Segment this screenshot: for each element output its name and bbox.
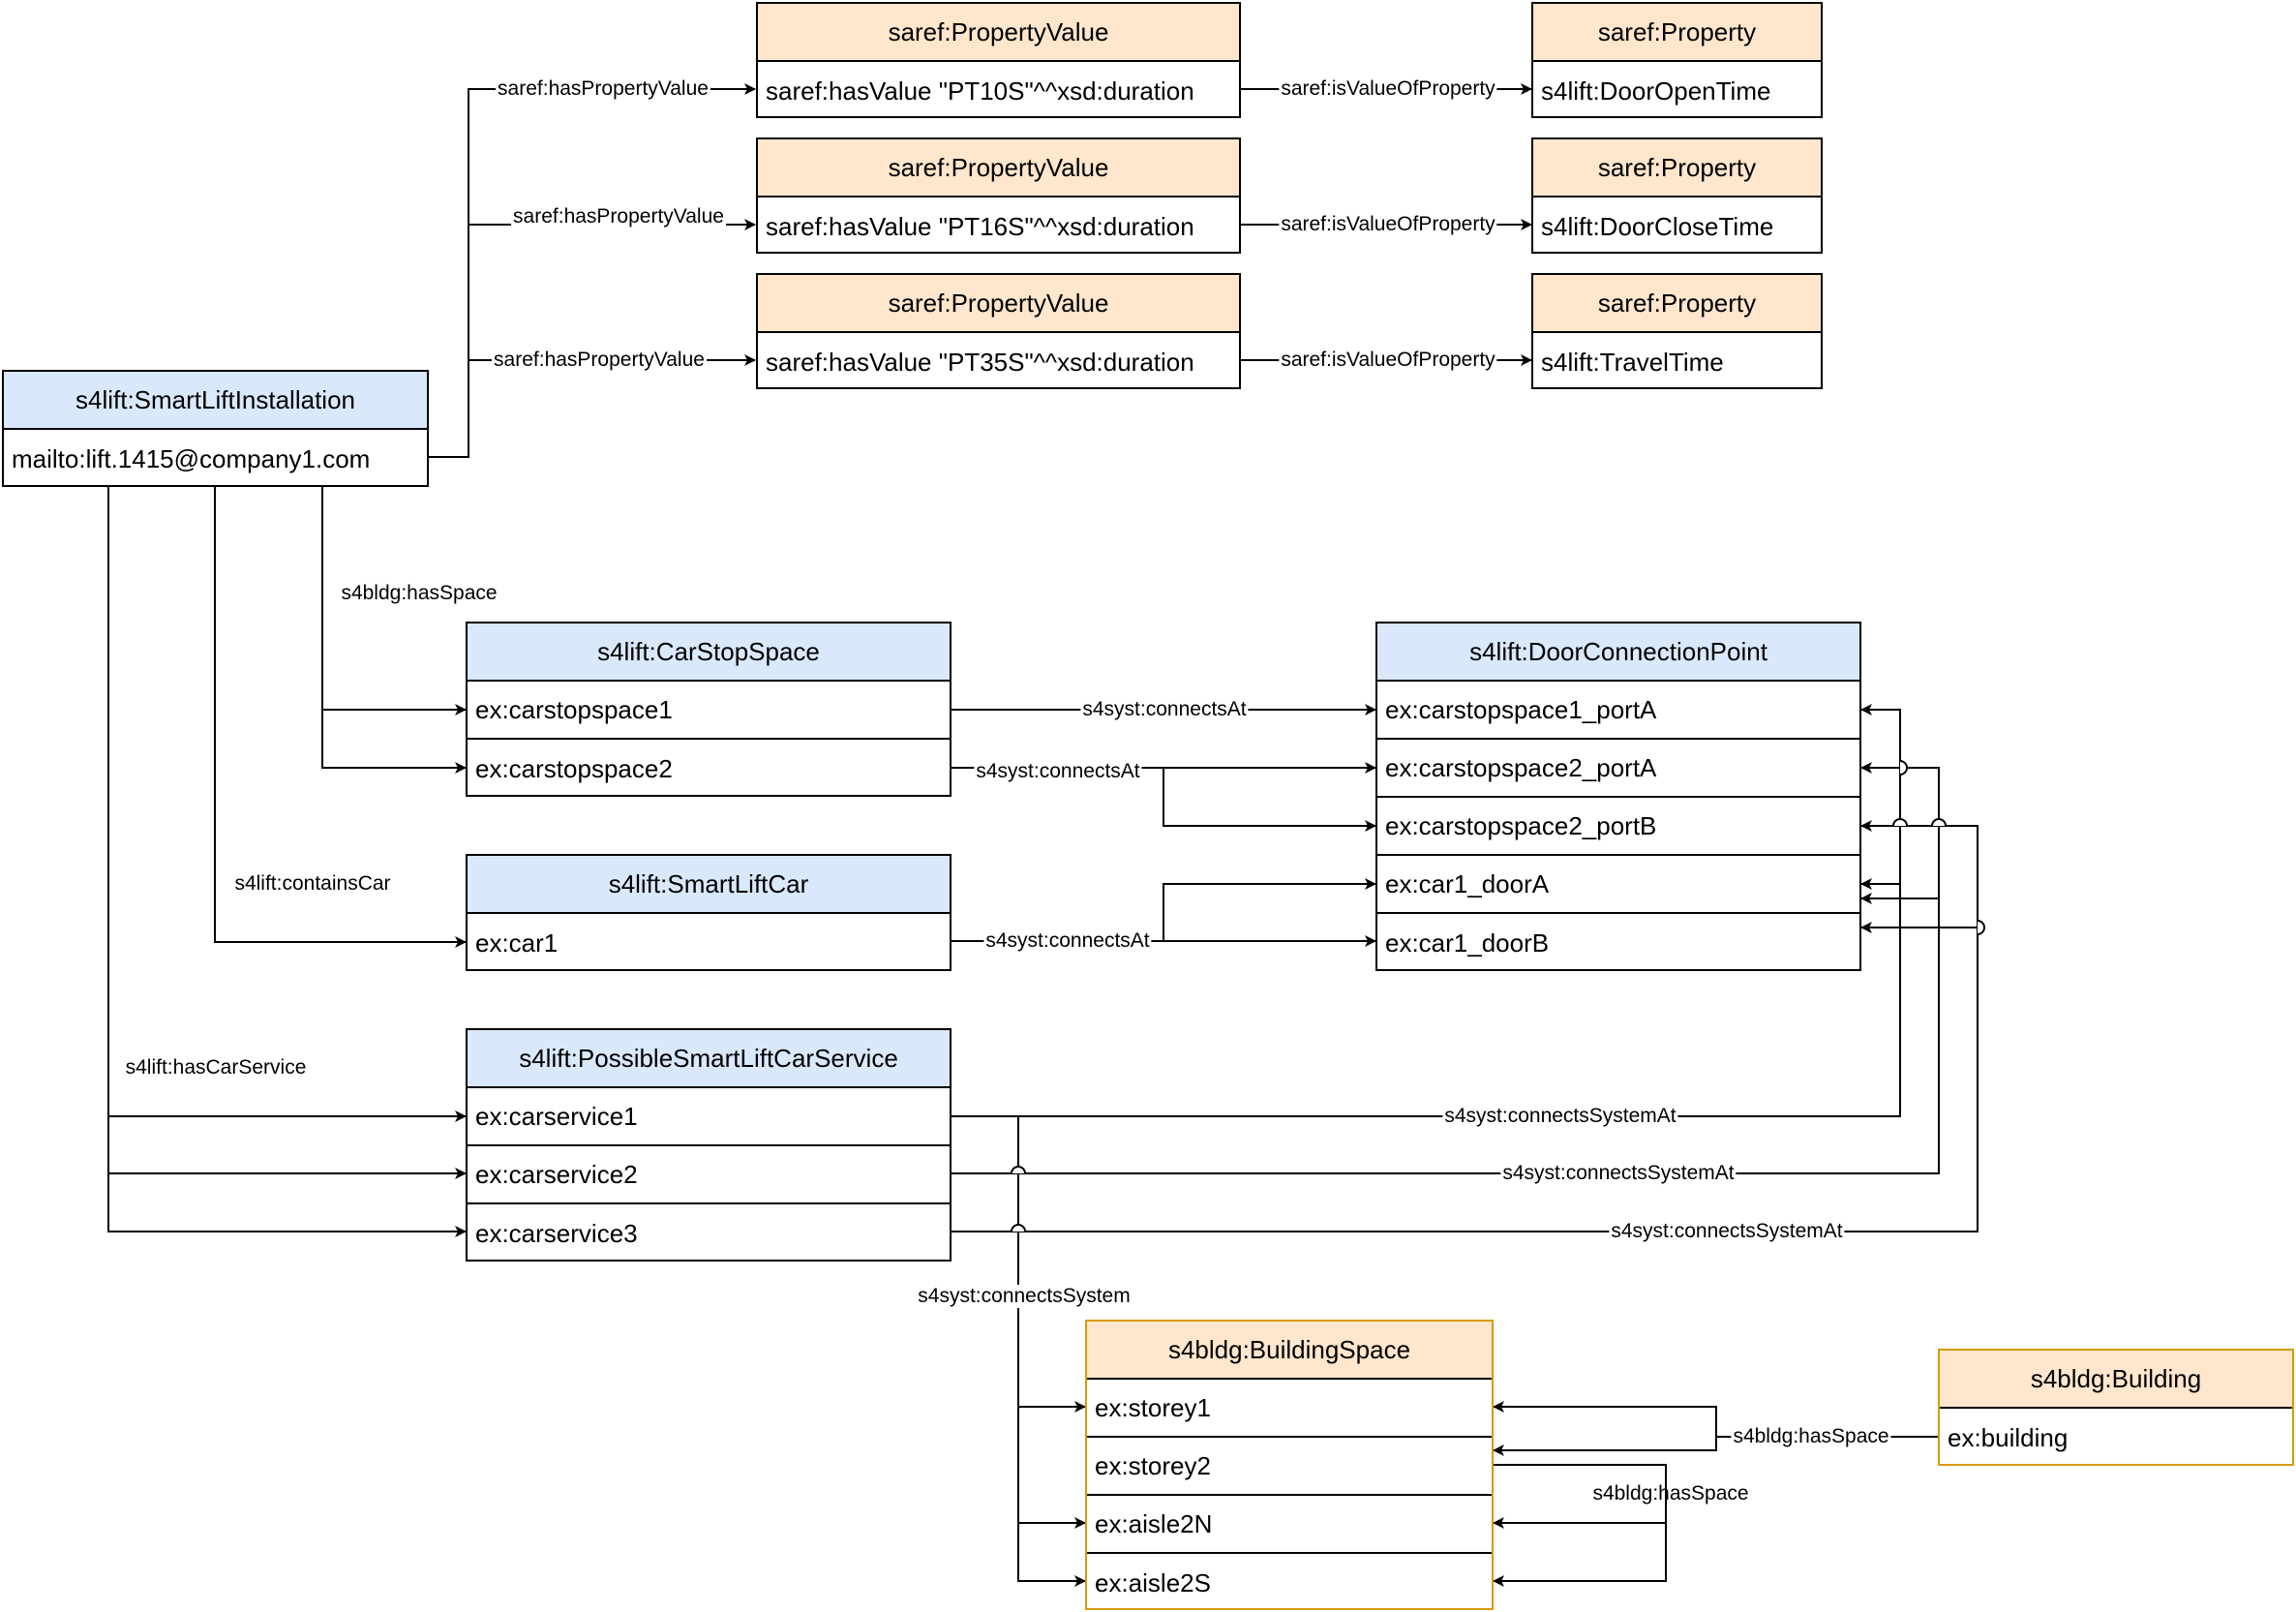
property-value-box-3: saref:PropertyValue saref:hasValue "PT35… xyxy=(756,273,1241,389)
property-box-3: saref:Property s4lift:TravelTime xyxy=(1531,273,1823,389)
node-row: ex:storey2 xyxy=(1087,1438,1492,1496)
node-title: saref:PropertyValue xyxy=(758,4,1239,62)
edge-connects-at xyxy=(1163,878,1376,941)
building-box: s4bldg:Building ex:building xyxy=(1938,1349,2294,1466)
edge-label-storey-has-space: s4bldg:hasSpace xyxy=(1592,1482,1749,1505)
node-row: saref:hasValue "PT10S"^^xsd:duration xyxy=(766,76,1194,106)
edge-label-building-has-space: s4bldg:hasSpace xyxy=(1731,1425,1891,1448)
node-row: s4lift:TravelTime xyxy=(1541,347,1724,377)
node-title: saref:Property xyxy=(1533,139,1821,198)
edge-has-property-value xyxy=(428,83,756,458)
node-title: s4lift:CarStopSpace xyxy=(468,624,950,682)
edge-connects-system-at xyxy=(951,704,1901,1117)
property-box-1: saref:Property s4lift:DoorOpenTime xyxy=(1531,2,1823,118)
node-row: ex:carstopspace2 xyxy=(475,753,673,783)
node-row: ex:building xyxy=(1948,1422,2069,1452)
edge-label-has-property-value: saref:hasPropertyValue xyxy=(496,77,710,101)
node-title: s4lift:PossibleSmartLiftCarService xyxy=(468,1030,950,1088)
node-row: ex:car1 xyxy=(475,928,559,958)
edge-label-has-car-service: s4lift:hasCarService xyxy=(125,1056,307,1079)
building-space-box: s4bldg:BuildingSpace ex:storey1 ex:store… xyxy=(1085,1320,1494,1610)
node-title: s4lift:DoorConnectionPoint xyxy=(1377,624,1859,682)
line-hop xyxy=(1931,818,1947,827)
node-title: s4bldg:BuildingSpace xyxy=(1087,1322,1492,1380)
car-stop-space-box: s4lift:CarStopSpace ex:carstopspace1 ex:… xyxy=(466,622,952,797)
node-row: ex:carstopspace2_portA xyxy=(1377,740,1859,798)
edge-label-is-value-of-property: saref:isValueOfProperty xyxy=(1279,349,1497,372)
smart-lift-car-box: s4lift:SmartLiftCar ex:car1 xyxy=(466,854,952,971)
node-title: saref:Property xyxy=(1533,275,1821,333)
car-service-box: s4lift:PossibleSmartLiftCarService ex:ca… xyxy=(466,1028,952,1262)
edge-label-connects-system-at: s4syst:connectsSystemAt xyxy=(1500,1162,1737,1185)
property-box-2: saref:Property s4lift:DoorCloseTime xyxy=(1531,137,1823,254)
edge-connects-at xyxy=(1163,768,1376,832)
node-row: saref:hasValue "PT35S"^^xsd:duration xyxy=(766,347,1194,377)
node-row: ex:carstopspace1 xyxy=(468,682,950,740)
node-title: s4bldg:Building xyxy=(1940,1351,2292,1409)
node-row: ex:aisle2S xyxy=(1095,1567,1211,1597)
line-hop xyxy=(1011,1166,1026,1174)
node-row: ex:carstopspace1_portA xyxy=(1377,682,1859,740)
edge-connects-system-at xyxy=(951,820,1979,1232)
edge-label-has-property-value: saref:hasPropertyValue xyxy=(511,205,726,228)
node-row: s4lift:DoorOpenTime xyxy=(1541,76,1771,106)
edge-label-connects-at: s4syst:connectsAt xyxy=(974,760,1142,783)
door-connection-point-box: s4lift:DoorConnectionPoint ex:carstopspa… xyxy=(1375,622,1861,971)
node-title: saref:PropertyValue xyxy=(758,275,1239,333)
node-title: s4lift:SmartLiftCar xyxy=(468,856,950,914)
node-row: ex:aisle2N xyxy=(1087,1496,1492,1554)
edge-label-is-value-of-property: saref:isValueOfProperty xyxy=(1279,213,1497,236)
edge-label-connects-system-at: s4syst:connectsSystemAt xyxy=(1609,1220,1845,1243)
line-hop xyxy=(1977,920,1985,935)
node-row: ex:car1_doorB xyxy=(1385,928,1550,958)
node-title: saref:Property xyxy=(1533,4,1821,62)
node-row: ex:storey1 xyxy=(1087,1380,1492,1438)
smart-lift-installation-box: s4lift:SmartLiftInstallation mailto:lift… xyxy=(2,370,429,487)
property-value-box-2: saref:PropertyValue saref:hasValue "PT16… xyxy=(756,137,1241,254)
edge-label-has-property-value: saref:hasPropertyValue xyxy=(492,349,707,372)
node-row: s4lift:DoorCloseTime xyxy=(1541,211,1774,241)
edge-label-connects-system: s4syst:connectsSystem xyxy=(916,1285,1133,1308)
edge-contains-car xyxy=(214,486,467,948)
node-row: ex:car1_doorA xyxy=(1377,856,1859,914)
line-hop xyxy=(1011,1224,1026,1232)
edge-label-connects-at: s4syst:connectsAt xyxy=(1080,698,1249,721)
edge-label-connects-at: s4syst:connectsAt xyxy=(983,929,1152,953)
edge-has-space xyxy=(321,710,467,774)
edge-label-is-value-of-property: saref:isValueOfProperty xyxy=(1279,77,1497,101)
node-row: mailto:lift.1415@company1.com xyxy=(12,443,371,473)
node-row: ex:carservice3 xyxy=(475,1218,638,1248)
node-row: ex:carservice1 xyxy=(468,1088,950,1146)
node-row: saref:hasValue "PT16S"^^xsd:duration xyxy=(766,211,1194,241)
line-hop xyxy=(1892,818,1908,827)
edge-building-has-space xyxy=(1493,1437,1717,1456)
edge-label-has-space: s4bldg:hasSpace xyxy=(341,582,498,604)
line-hop xyxy=(1899,760,1908,776)
edge-connects-system xyxy=(1017,1116,1086,1587)
node-title: s4lift:SmartLiftInstallation xyxy=(4,372,427,430)
edge-has-car-service xyxy=(107,486,467,1237)
node-title: saref:PropertyValue xyxy=(758,139,1239,198)
node-row: ex:carservice2 xyxy=(468,1146,950,1204)
node-row: ex:carstopspace2_portB xyxy=(1377,798,1859,856)
edge-label-contains-car: s4lift:containsCar xyxy=(234,872,391,895)
edge-label-connects-system-at: s4syst:connectsSystemAt xyxy=(1442,1105,1678,1128)
property-value-box-1: saref:PropertyValue saref:hasValue "PT10… xyxy=(756,2,1241,118)
